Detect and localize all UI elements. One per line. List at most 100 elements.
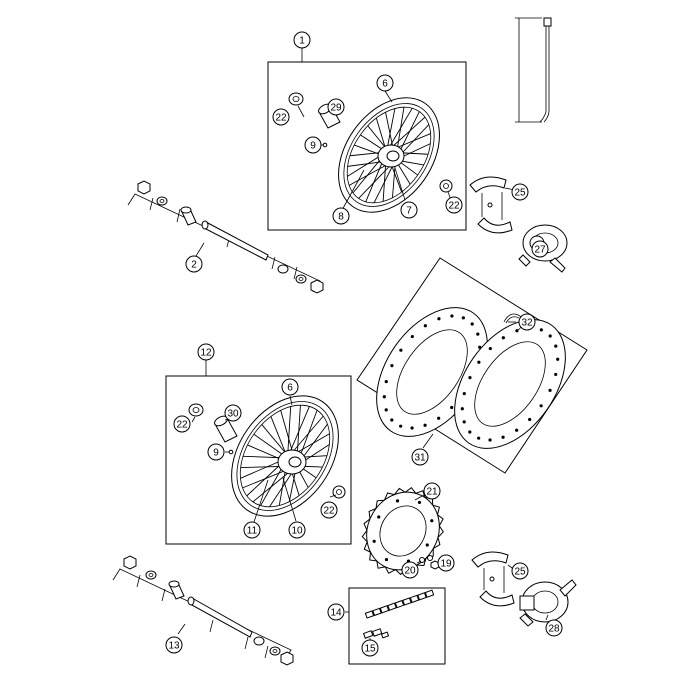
disc-hole [477,436,481,440]
callout-22-front-left: 22 [272,108,290,126]
disc-hole [556,357,560,361]
callout-27: 27 [531,240,549,258]
callout-25-front: 25 [511,183,529,201]
callout-28: 28 [545,619,563,637]
callout-12: 12 [197,343,215,361]
rear-spacer-sleeve [214,415,238,443]
disc-hole [488,438,492,442]
callout-22-rear-left: 22 [173,415,191,433]
front-wheel-assembly-box [267,61,467,231]
disc-hole [460,407,464,411]
disc-hole [462,420,466,424]
rear-brake-shoes [471,551,515,607]
disc-hole [390,364,394,368]
rear-brake-plate [519,579,577,627]
chain-link [424,589,435,598]
svg-text:30: 30 [227,409,239,420]
chain-link [387,602,397,611]
svg-text:12: 12 [200,348,212,359]
svg-text:15: 15 [364,644,376,655]
front-axle-group [127,180,324,294]
disc-hole [468,376,472,380]
spoke [386,108,396,153]
svg-text:28: 28 [548,624,560,635]
chain-link [409,594,420,604]
rear-axle-group [112,555,294,666]
disc-hole [554,372,558,377]
rear-wheel-assembly-box [165,375,352,545]
callout-10: 10 [288,521,306,539]
spoke [287,406,292,459]
svg-text:1: 1 [299,36,305,47]
disc-hole [384,408,388,412]
chain-link [394,599,405,609]
chain-link [402,597,412,606]
callout-1: 1 [293,31,311,49]
svg-text:20: 20 [404,566,416,577]
callout-32: 32 [518,313,536,331]
callout-30: 30 [224,404,242,422]
callout-13: 13 [165,636,183,654]
disc-hole [450,405,454,410]
svg-text:8: 8 [338,212,344,223]
svg-text:10: 10 [291,526,303,537]
disc-hole [423,324,427,328]
brake-disc-panel [356,257,588,474]
chain-link [379,605,390,614]
svg-text:2: 2 [191,260,197,271]
disc-hole [476,332,480,336]
chain-master-link [362,628,390,639]
disc-hole [515,428,519,432]
callout-9-rear: 9 [207,443,225,461]
callout-2: 2 [185,255,203,273]
callout-19: 19 [437,554,455,572]
svg-text:9: 9 [310,141,316,152]
disc-hole [528,417,532,422]
svg-text:22: 22 [176,420,188,431]
callout-20: 20 [401,561,419,579]
callout-29: 29 [327,98,345,116]
svg-text:21: 21 [426,487,438,498]
callout-22-rear-right: 22 [320,501,338,519]
svg-text:22: 22 [323,506,335,517]
svg-text:27: 27 [534,245,546,256]
disc-hole [425,543,429,547]
svg-text:13: 13 [168,641,180,652]
svg-text:6: 6 [287,383,293,394]
disc-hole [477,360,481,364]
disc-hole [395,499,400,503]
callout-9-front: 9 [304,136,322,154]
disc-hole [384,379,388,384]
front-wheel [338,97,440,213]
svg-text:9: 9 [213,448,219,459]
chain-link [417,592,427,601]
callout-7: 7 [400,201,418,219]
disc-hole [410,334,414,339]
front-nipple [322,142,328,148]
svg-text:19: 19 [440,559,452,570]
callout-22-front-right: 22 [445,196,463,214]
disc-hole [372,539,376,543]
spoke [270,416,288,459]
disc-hole [377,515,381,519]
svg-text:25: 25 [514,188,526,199]
chain-assembly-box [348,587,446,665]
sprocket [361,487,444,576]
svg-text:32: 32 [521,318,533,329]
disc-hole [430,519,434,523]
disc-hole [501,336,505,340]
brake-disc-right [454,319,566,449]
svg-text:25: 25 [514,567,526,578]
disc-hole [423,423,427,427]
disc-hole [501,435,505,439]
chain-link [372,607,382,617]
disc-hole [450,314,454,318]
chain [364,589,435,619]
callout-25-rear: 25 [511,562,529,580]
svg-text:7: 7 [406,206,412,217]
svg-text:31: 31 [414,453,426,464]
callout-14: 14 [327,603,345,621]
svg-text:11: 11 [247,526,258,537]
disc-hole [437,317,441,321]
